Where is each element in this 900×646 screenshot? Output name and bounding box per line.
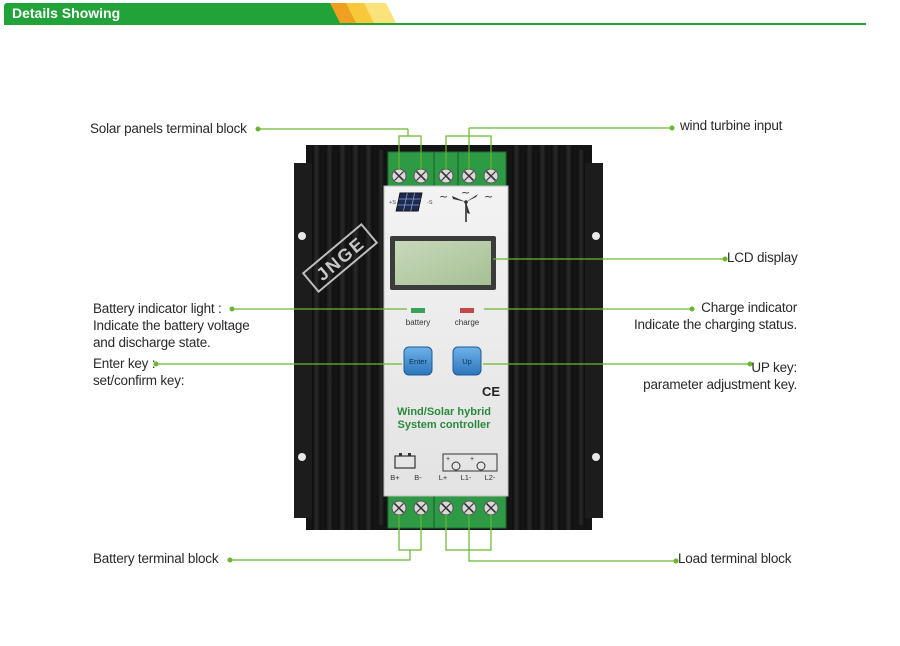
header-ribbon-decoration xyxy=(330,3,396,23)
bottom-terminal-block xyxy=(387,493,507,529)
callout-battery-indicator: Battery indicator light : Indicate the b… xyxy=(93,300,250,351)
terminal-label: L2- xyxy=(485,473,496,482)
enter-button-label: Enter xyxy=(409,357,427,366)
charge-led xyxy=(460,308,474,313)
load-plus-right: + xyxy=(470,456,474,463)
callout-charge-indicator-line2: Indicate the charging status. xyxy=(633,317,797,332)
product-name-line1: Wind/Solar hybrid xyxy=(397,406,491,418)
page-title: Details Showing xyxy=(12,5,121,21)
callout-battery-terminal: Battery terminal block xyxy=(93,550,219,567)
ce-mark: CE xyxy=(482,384,500,399)
callout-wind-input: wind turbine input xyxy=(680,117,782,134)
terminal-label: L+ xyxy=(439,473,448,482)
up-button[interactable]: Up xyxy=(452,346,482,376)
callout-dots xyxy=(153,125,753,564)
charge-led-label: charge xyxy=(455,318,480,327)
terminal-label: B+ xyxy=(390,473,400,482)
callout-lcd-text: LCD display xyxy=(727,250,798,265)
callout-wind-text: wind turbine input xyxy=(680,118,783,133)
wind-turbine-icon xyxy=(452,194,478,222)
battery-symbol-icon xyxy=(394,453,416,469)
lcd-screen xyxy=(395,241,491,285)
callout-solar-text: Solar panels terminal block xyxy=(90,121,247,136)
callout-leaders xyxy=(156,127,750,562)
callout-enter-key-line2: set/confirm key: xyxy=(93,373,185,388)
wind-tilde-3: ~ xyxy=(484,190,493,203)
solar-plus-label: +S xyxy=(389,200,396,206)
load-symbol-icon xyxy=(442,453,498,472)
battery-led-label: battery xyxy=(406,318,430,327)
header-tab xyxy=(4,3,344,25)
enter-button[interactable]: Enter xyxy=(403,346,433,376)
callout-enter-key-line1: Enter key : xyxy=(93,356,156,371)
callout-load-terminal-text: Load terminal block xyxy=(678,551,792,566)
terminal-label: B- xyxy=(414,473,422,482)
callout-up-key-line2: parameter adjustment key. xyxy=(643,377,797,392)
callout-solar-terminal: Solar panels terminal block xyxy=(90,120,247,137)
callout-battery-indicator-line2: Indicate the battery voltage xyxy=(93,318,250,333)
solar-minus-label: -S xyxy=(427,200,433,206)
callout-lcd-display: LCD display xyxy=(727,249,798,266)
callout-battery-indicator-line1: Battery indicator light : xyxy=(93,301,222,316)
load-plus-left: + xyxy=(446,456,450,463)
callout-charge-indicator-line1: Charge indicator xyxy=(701,300,797,315)
callout-up-key: UP key: parameter adjustment key. xyxy=(643,359,797,393)
callout-up-key-line1: UP key: xyxy=(751,360,797,375)
product-name-line2: System controller xyxy=(398,419,492,431)
terminal-label: L1- xyxy=(461,473,472,482)
header-underline xyxy=(4,23,866,25)
top-terminal-block xyxy=(387,151,507,191)
solar-panel-icon xyxy=(395,192,423,212)
callout-charge-indicator: Charge indicator Indicate the charging s… xyxy=(634,299,797,333)
up-button-label: Up xyxy=(462,357,472,366)
front-panel: +S -S ~ ~ ~ battery charge Enter Up xyxy=(383,185,509,497)
callout-battery-indicator-line3: and discharge state. xyxy=(93,335,211,350)
wind-tilde-1: ~ xyxy=(439,190,448,203)
header-bar: Details Showing xyxy=(0,0,900,30)
callout-load-terminal: Load terminal block xyxy=(678,550,791,567)
battery-led xyxy=(411,308,425,313)
wind-tilde-2: ~ xyxy=(461,186,470,199)
callout-battery-terminal-text: Battery terminal block xyxy=(93,551,219,566)
callout-enter-key: Enter key : set/confirm key: xyxy=(93,355,185,389)
